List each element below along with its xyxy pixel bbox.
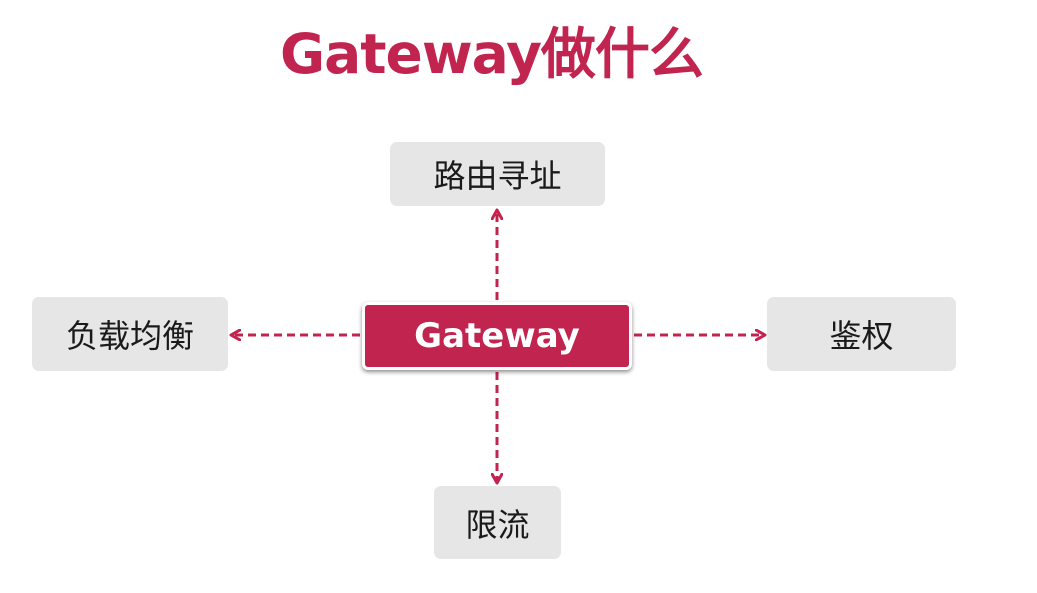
node-auth-label: 鉴权 — [829, 317, 894, 355]
page-title: Gateway做什么 — [280, 22, 704, 86]
node-rate-limit: 限流 — [434, 486, 561, 559]
node-auth: 鉴权 — [767, 297, 956, 371]
node-routing-label: 路由寻址 — [433, 157, 562, 195]
node-routing: 路由寻址 — [390, 142, 605, 206]
gateway-node: Gateway — [362, 302, 632, 370]
node-rate-limit-label: 限流 — [465, 505, 530, 544]
node-load-balancing-label: 负载均衡 — [65, 317, 194, 355]
node-load-balancing: 负载均衡 — [32, 297, 228, 371]
gateway-node-label: Gateway — [414, 316, 580, 356]
